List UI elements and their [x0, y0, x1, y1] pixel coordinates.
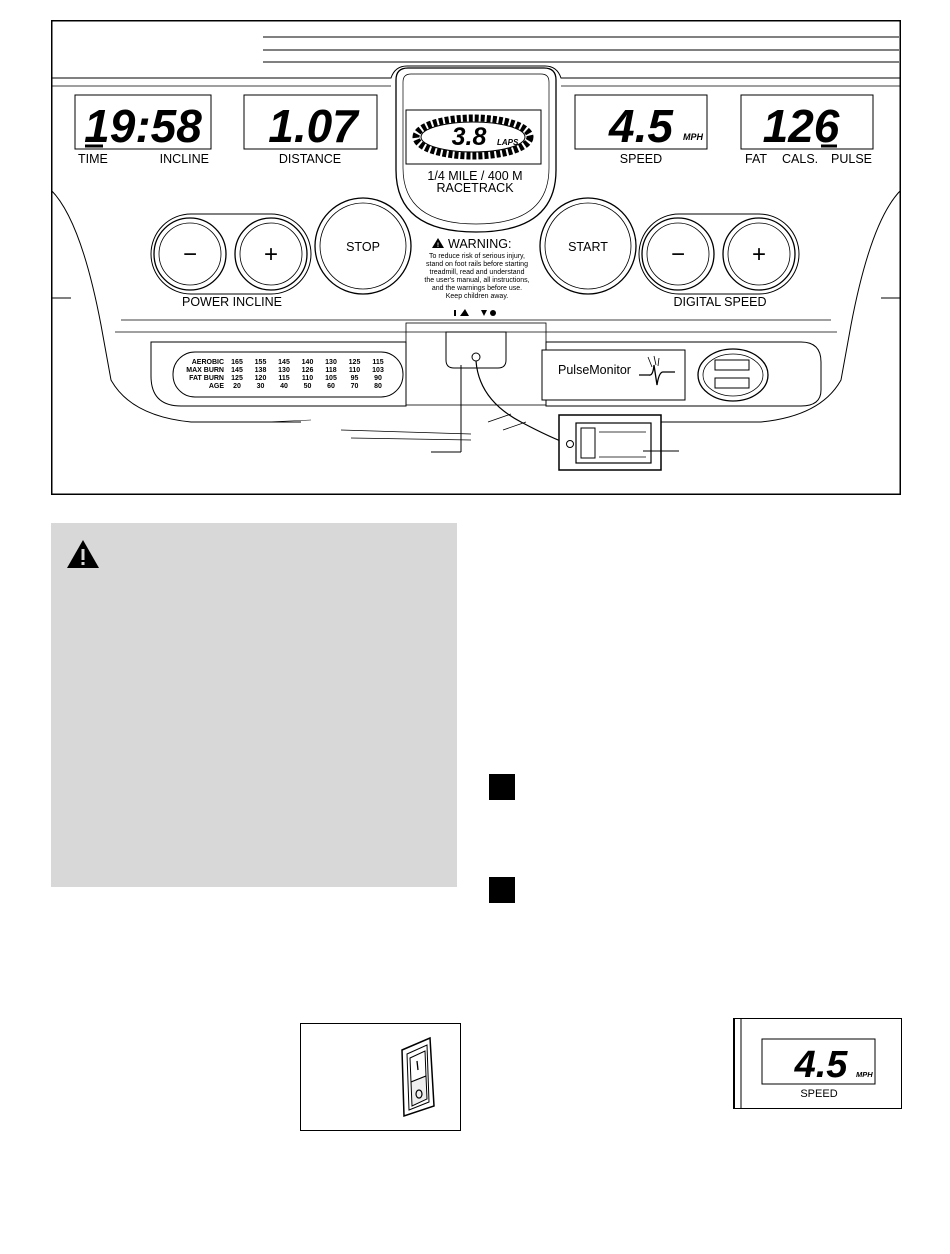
console-warning-line: To reduce risk of serious injury, [429, 253, 525, 260]
heart-rate-cell: 60 [327, 383, 335, 390]
step-marker [489, 774, 515, 800]
heart-rate-row-label: FAT BURN [189, 375, 224, 382]
heart-rate-cell: 110 [349, 367, 360, 374]
heart-rate-cell: 90 [374, 375, 382, 382]
power-switch-icon[interactable] [396, 1036, 441, 1118]
warning-box [51, 523, 457, 887]
pulse-sensor[interactable] [697, 348, 769, 402]
heart-rate-cell: 126 [302, 367, 314, 374]
heart-rate-cell: 118 [325, 367, 336, 374]
console-warning-line: Keep children away. [446, 293, 509, 300]
pulse-display [740, 94, 874, 150]
time-display [74, 94, 212, 150]
heart-rate-cell: 103 [372, 367, 384, 374]
incline-label: INCLINE [160, 152, 209, 166]
svg-text:!: ! [437, 243, 439, 249]
heart-rate-cell: 140 [302, 359, 314, 366]
heart-rate-cell: 145 [278, 359, 290, 366]
warning-triangle-icon [67, 540, 99, 568]
distance-label: DISTANCE [279, 152, 341, 166]
start-label: START [568, 240, 608, 254]
distance-readout: 1.07 [268, 100, 360, 152]
pulse-monitor-label: PulseMonitor [558, 363, 631, 377]
heart-rate-cell: 125 [231, 375, 243, 382]
heart-rate-cell: 138 [255, 367, 267, 374]
heart-rate-cell: 95 [351, 375, 359, 382]
speed-inset-label: SPEED [800, 1088, 837, 1100]
heart-rate-cell: 125 [349, 359, 361, 366]
heart-rate-row-label: AEROBIC [192, 359, 224, 366]
pulse-label: PULSE [831, 152, 872, 166]
heart-rate-cell: 120 [255, 375, 267, 382]
heart-rate-cell: 130 [325, 359, 337, 366]
plus-icon: + [264, 241, 278, 268]
incline-decrease-button[interactable] [153, 217, 227, 291]
heart-rate-cell: 165 [231, 359, 243, 366]
speed-inset-readout: 4.5 [794, 1044, 849, 1086]
stop-label: STOP [346, 240, 380, 254]
heart-rate-cell: 50 [304, 383, 312, 390]
power-switch-inset [300, 1023, 461, 1131]
time-readout: 19:58 [84, 100, 202, 152]
speed-display [574, 94, 708, 150]
digital-speed-label: DIGITAL SPEED [673, 295, 766, 309]
heart-rate-cell: 70 [351, 383, 359, 390]
power-incline-label: POWER INCLINE [182, 295, 282, 309]
heart-rate-cell: 40 [280, 383, 288, 390]
fat-label: FAT [745, 152, 767, 166]
time-label: TIME [78, 152, 108, 166]
distance-display [243, 94, 378, 150]
track-unit: LAPS [497, 138, 519, 147]
heart-rate-row-label: AGE [209, 383, 225, 390]
console-diagram: 19:58 1.07 3.8 LAPS 4.5 MPH 126 TIME INC… [51, 20, 901, 495]
stop-button[interactable] [314, 197, 412, 295]
track-label-line2: RACETRACK [436, 181, 514, 195]
key-remove-icon [481, 310, 487, 316]
track-readout: 3.8 [452, 123, 487, 151]
console-warning-title: WARNING: [448, 237, 511, 251]
heart-rate-row-label: MAX BURN [186, 367, 224, 374]
heart-rate-chart [172, 351, 404, 398]
speed-inset-display [761, 1038, 876, 1085]
heart-rate-cell: 155 [255, 359, 267, 366]
speed-readout: 4.5 [608, 100, 674, 152]
key-cord [475, 360, 572, 446]
minus-icon: − [671, 241, 685, 268]
minus-icon: − [183, 241, 197, 268]
heart-rate-cell: 105 [325, 375, 337, 382]
heart-rate-cell: 115 [372, 359, 383, 366]
heart-rate-cell: 110 [302, 375, 313, 382]
speed-increase-button[interactable] [722, 217, 796, 291]
speed-display-inset: 4.5 MPH SPEED [733, 1018, 902, 1109]
track-label-line1: 1/4 MILE / 400 M [427, 169, 522, 183]
pulse-readout: 126 [763, 100, 840, 152]
heart-rate-cell: 20 [233, 383, 241, 390]
racetrack-oval-icon [412, 114, 534, 160]
incline-increase-button[interactable] [234, 217, 308, 291]
speed-inset-unit: MPH [856, 1070, 873, 1079]
cals-label: CALS. [782, 152, 818, 166]
heart-rate-cell: 130 [278, 367, 290, 374]
key-insert-icon [454, 309, 469, 316]
heart-rate-cell: 145 [231, 367, 243, 374]
plus-icon: + [752, 241, 766, 268]
console-warning-line: the user's manual, all instructions, [424, 277, 529, 284]
console-warning-line: stand on foot rails before starting [426, 261, 528, 268]
heart-rate-cell: 30 [257, 383, 265, 390]
heart-rate-cell: 115 [278, 375, 289, 382]
warning-triangle-icon [432, 238, 444, 248]
console-warning-line: and the warnings before use. [432, 285, 522, 292]
speed-unit: MPH [683, 132, 704, 142]
pulse-monitor-panel [541, 349, 686, 401]
console-warning-line: treadmill, read and understand [430, 269, 525, 276]
start-button[interactable] [539, 197, 637, 295]
speed-decrease-button[interactable] [641, 217, 715, 291]
heart-rate-cell: 80 [374, 383, 382, 390]
key-ring-icon [471, 352, 481, 362]
heartbeat-wave-icon [639, 364, 675, 386]
step-marker [489, 877, 515, 903]
speed-label: SPEED [620, 152, 662, 166]
safety-key[interactable] [445, 331, 507, 369]
